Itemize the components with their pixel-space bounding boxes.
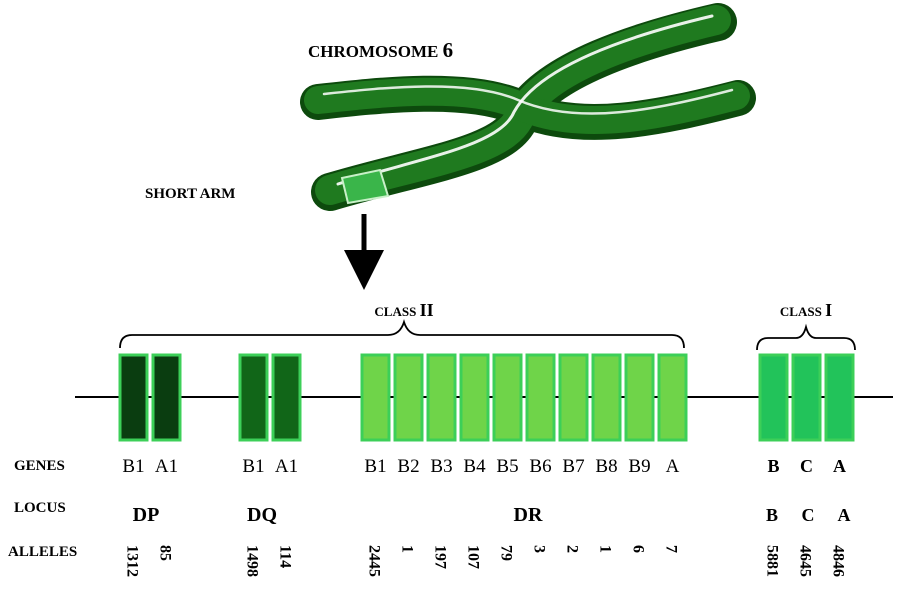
gene-box-dr-b5 [492, 353, 523, 442]
allele-count: 107 [465, 545, 482, 569]
gene-name: C [800, 456, 813, 476]
locus-c: C [802, 505, 815, 525]
allele-count: 4645 [797, 545, 814, 577]
allele-count: 3 [531, 545, 548, 553]
gene-name: A [666, 456, 680, 477]
locus-dp: DP [133, 504, 160, 526]
allele-count: 6 [630, 545, 647, 553]
gene-name: B5 [496, 456, 518, 477]
locus-dq: DQ [247, 504, 277, 526]
allele-count: 4846 [830, 545, 847, 577]
locus-a: A [838, 505, 851, 525]
gene-box-dr-b4 [459, 353, 490, 442]
gene-box-dr-b8 [591, 353, 622, 442]
gene-name: B1 [122, 456, 144, 477]
allele-count: 1 [399, 545, 416, 553]
row-label-alleles: ALLELES [8, 544, 77, 560]
gene-name: B [767, 456, 779, 476]
gene-boxes [118, 353, 855, 442]
allele-count: 1312 [124, 545, 141, 577]
allele-count: 5881 [764, 545, 781, 577]
allele-count: 85 [157, 545, 174, 561]
gene-box-b-b [758, 353, 789, 442]
gene-box-dq-a1 [271, 353, 302, 442]
locus-dr: DR [514, 504, 543, 526]
gene-box-dr-b1 [360, 353, 391, 442]
allele-count: 197 [432, 545, 449, 569]
gene-name: B3 [430, 456, 452, 477]
gene-name: B4 [463, 456, 486, 477]
gene-box-dp-a1 [151, 353, 182, 442]
gene-box-dp-b1 [118, 353, 149, 442]
class-i-brace [756, 323, 856, 351]
class-ii-label: CLASS II [374, 300, 433, 320]
gene-box-dr-b3 [426, 353, 457, 442]
chromosome-graphic [300, 3, 756, 211]
locus-b: B [766, 505, 778, 525]
class-i-label: CLASS I [780, 300, 832, 320]
gene-box-dr-a [657, 353, 688, 442]
gene-name: B1 [364, 456, 386, 477]
gene-name: B6 [529, 456, 551, 477]
gene-name: B1 [242, 456, 264, 477]
gene-box-dr-b9 [624, 353, 655, 442]
gene-name: B8 [595, 456, 617, 477]
allele-counts: 1312 85 1498 114 2445 1 197 107 79 3 2 1 6 7 5881 4645 4… [124, 545, 847, 577]
chromosome-title: CHROMOSOME 6 [308, 38, 453, 62]
short-arm-label: SHORT ARM [145, 186, 235, 202]
row-label-genes: GENES [14, 458, 65, 474]
gene-name: B7 [562, 456, 584, 477]
gene-box-c-c [791, 353, 822, 442]
allele-count: 1 [597, 545, 614, 553]
gene-box-dq-b1 [238, 353, 269, 442]
gene-name: A1 [155, 456, 178, 477]
gene-name: A [833, 456, 846, 476]
class-ii-brace [119, 318, 685, 349]
short-arm-band [340, 168, 390, 205]
allele-count: 114 [277, 545, 294, 568]
allele-count: 7 [663, 545, 680, 553]
row-label-locus: LOCUS [14, 500, 66, 516]
gene-box-dr-b2 [393, 353, 424, 442]
gene-box-dr-b7 [558, 353, 589, 442]
allele-count: 2 [564, 545, 581, 553]
gene-name: B9 [628, 456, 650, 477]
gene-name: B2 [397, 456, 419, 477]
allele-count: 2445 [366, 545, 383, 577]
gene-box-dr-b6 [525, 353, 556, 442]
allele-count: 1498 [244, 545, 261, 577]
gene-box-a-a [824, 353, 855, 442]
allele-count: 79 [498, 545, 515, 561]
gene-name: A1 [275, 456, 298, 477]
